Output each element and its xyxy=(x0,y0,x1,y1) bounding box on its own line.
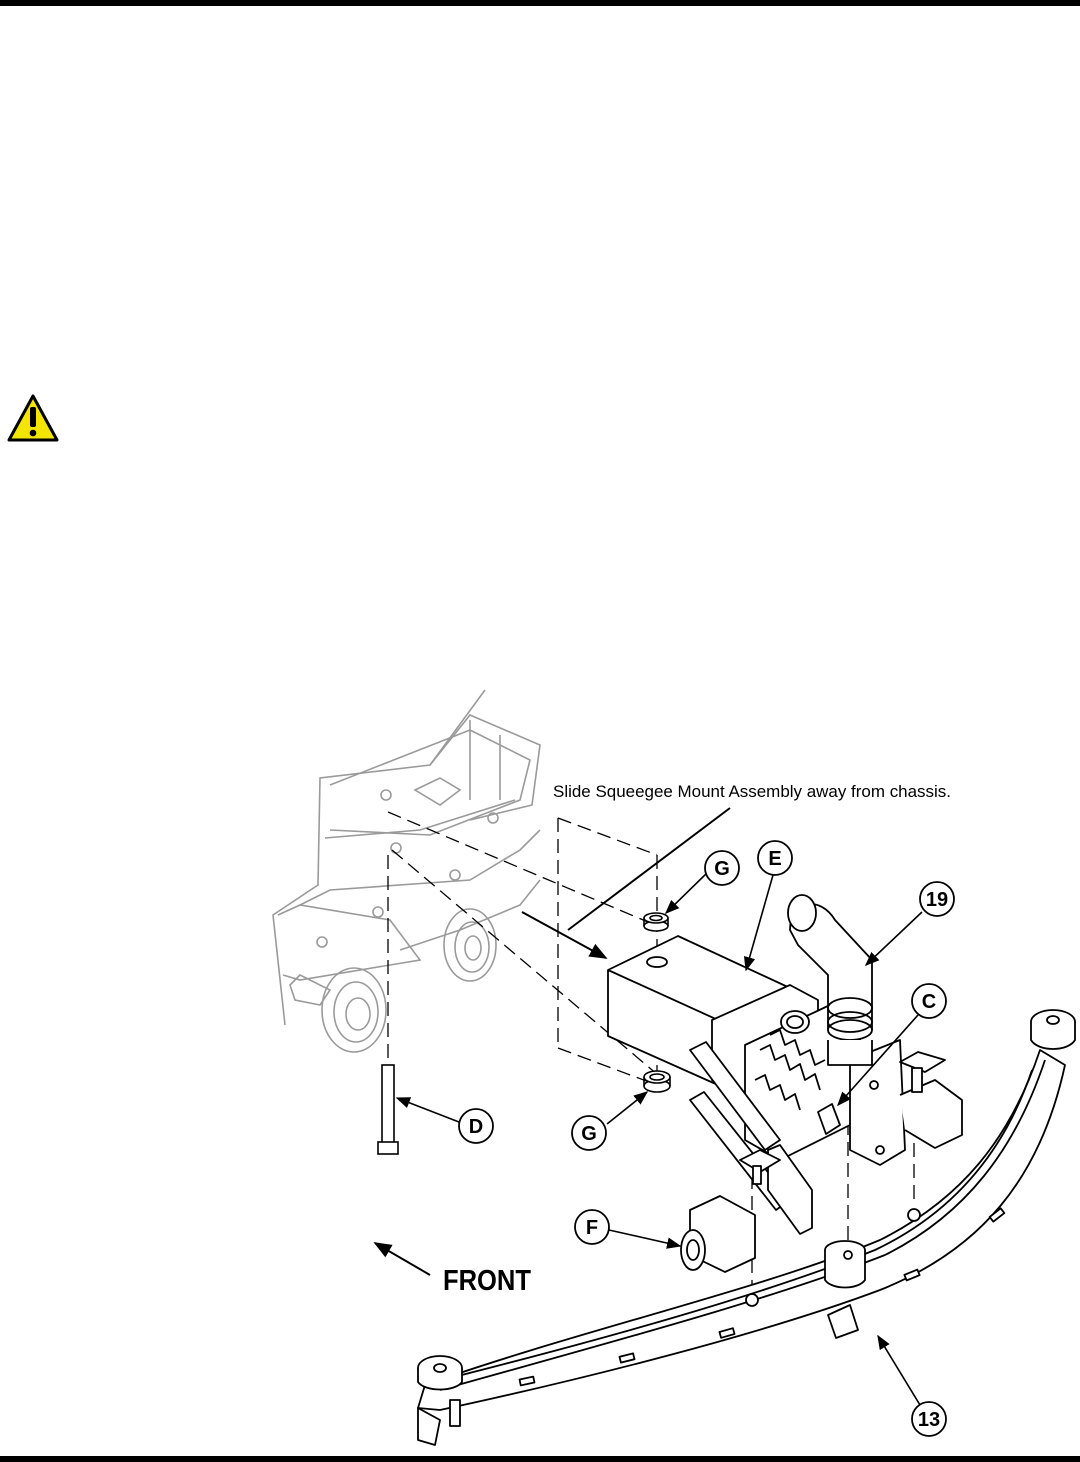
front-label: FRONT xyxy=(443,1265,531,1297)
callout-leaders xyxy=(395,871,923,1406)
callout-13-label: 13 xyxy=(918,1409,940,1431)
callout-c-label: C xyxy=(922,991,936,1013)
chassis xyxy=(272,689,541,1053)
bolt-d xyxy=(377,1064,399,1155)
callout-c: C xyxy=(911,983,947,1019)
callout-e: E xyxy=(757,840,793,876)
top-rule xyxy=(0,0,1080,6)
callout-19: 19 xyxy=(919,881,955,917)
slide-instruction-note: Slide Squeegee Mount Assembly away from … xyxy=(553,782,951,801)
callout-13: 13 xyxy=(911,1401,947,1437)
squeegee-mount-assembly xyxy=(607,894,963,1273)
callout-19-label: 19 xyxy=(926,889,948,911)
warning-triangle-icon xyxy=(7,394,59,442)
callout-f-label: F xyxy=(586,1217,598,1239)
bushing-g-bottom xyxy=(643,1070,671,1093)
bushing-g-top xyxy=(643,912,669,932)
callout-g-top-label: G xyxy=(714,858,730,880)
callout-g-bottom: G xyxy=(571,1115,607,1151)
callout-d: D xyxy=(458,1108,494,1144)
callout-e-label: E xyxy=(768,848,781,870)
squeegee-blade xyxy=(417,1009,1076,1446)
callout-f: F xyxy=(574,1209,610,1245)
callout-g-bottom-label: G xyxy=(581,1123,597,1145)
callout-d-label: D xyxy=(469,1116,483,1138)
front-direction-arrow xyxy=(373,1242,431,1276)
slide-direction-arrow xyxy=(521,807,731,959)
callout-g-top: G xyxy=(704,850,740,886)
bottom-rule xyxy=(0,1456,1080,1462)
